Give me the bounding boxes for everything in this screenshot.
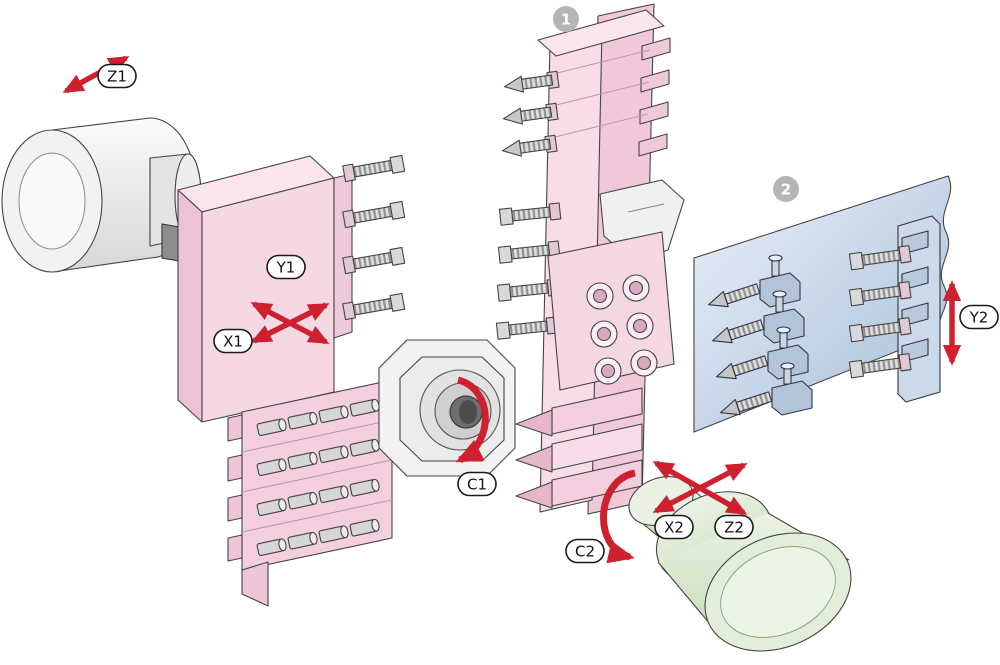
station-2-badge-label: 2 (781, 181, 791, 199)
c1-rotation-arrow (455, 376, 489, 464)
axis-label-y1: Y1 (266, 254, 306, 280)
station-1-badge: 1 (553, 6, 579, 32)
axis-label-x1: X1 (213, 328, 253, 354)
turret-block (177, 155, 353, 423)
axis-label-z2: Z2 (714, 514, 754, 540)
z1-label-text: Z1 (107, 68, 127, 86)
guide-bushing-housing (378, 339, 516, 477)
x2z2-cross-arrows (652, 460, 748, 516)
sub-spindle (628, 476, 852, 652)
station1-boss (626, 312, 654, 340)
z2-label-text: Z2 (724, 519, 744, 537)
x2-label-text: X2 (664, 519, 684, 537)
station-2-panel (693, 175, 952, 433)
station-2-badge: 2 (773, 176, 799, 202)
station1-boss (590, 320, 618, 348)
y1-label-text: Y1 (276, 259, 296, 277)
axis-label-y2: Y2 (959, 304, 999, 330)
station1-boss (586, 282, 614, 310)
station-1-assembly (495, 3, 685, 515)
c1-label-text: C1 (467, 476, 487, 494)
x1-label-text: X1 (223, 333, 243, 351)
turret-tool-stud (342, 154, 406, 183)
y2-label-text: Y2 (969, 309, 989, 327)
station-1-badge-label: 1 (561, 11, 571, 29)
station1-boss (622, 274, 650, 302)
station1-boss (630, 349, 658, 377)
axis-label-x2: X2 (654, 514, 694, 540)
c2-rotation-arrow (600, 469, 636, 564)
axis-label-z1: Z1 (97, 63, 137, 89)
gang-tool-plate (227, 379, 393, 607)
axis-label-c1: C1 (457, 471, 497, 497)
station1-boss (594, 357, 622, 385)
c2-label-text: C2 (575, 543, 595, 561)
z1-axis-arrow (62, 55, 130, 94)
y1-cross-arrows (250, 301, 330, 345)
axis-label-c2: C2 (565, 538, 605, 564)
